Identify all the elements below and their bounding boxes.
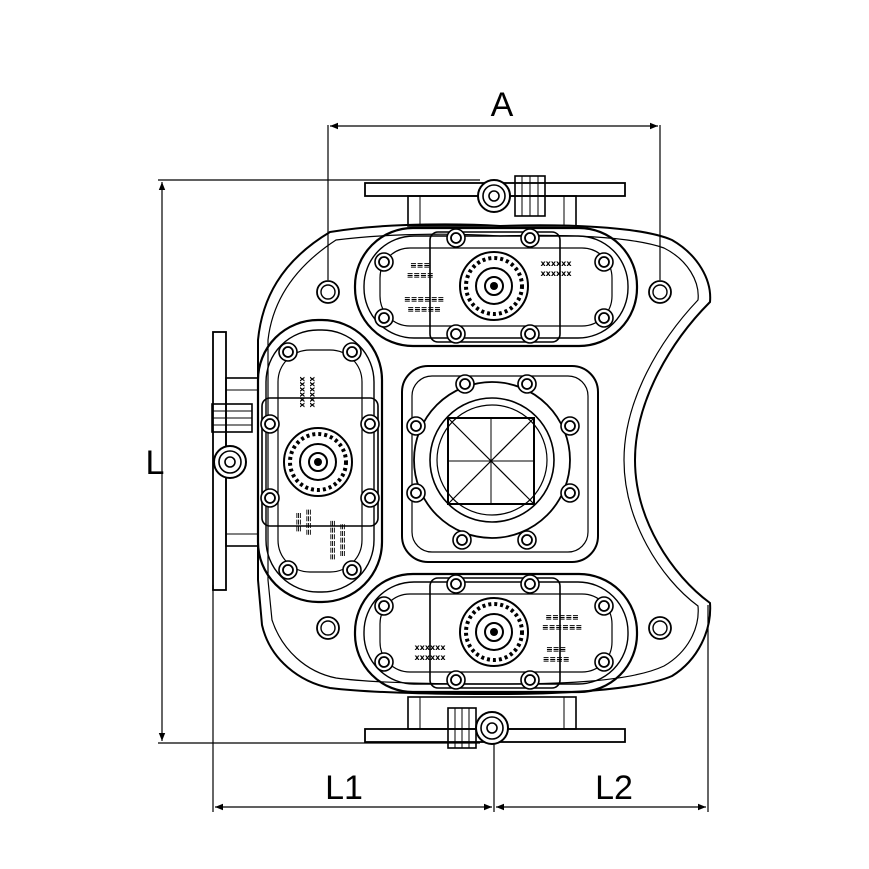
svg-text:≡≡≡≡: ≡≡≡≡	[407, 271, 434, 280]
top-connection	[364, 175, 626, 227]
svg-text:≡≡≡≡≡≡: ≡≡≡≡≡≡	[328, 520, 337, 560]
svg-text:xxxxxx: xxxxxx	[541, 269, 573, 278]
bottom-valve-module: xxxxxx xxxxxx ≡≡≡≡≡ ≡≡≡≡≡≡ ≡≡≡ ≡≡≡≡	[353, 572, 639, 694]
svg-text:xxxxxx: xxxxxx	[541, 259, 573, 268]
svg-text:≡≡≡≡≡≡: ≡≡≡≡≡≡	[542, 623, 582, 632]
top-valve-module: ≡≡≡ ≡≡≡≡ xxxxxx xxxxxx ≡≡≡≡≡≡ ≡≡≡≡≡	[353, 226, 639, 348]
svg-text:≡≡≡≡: ≡≡≡≡	[304, 509, 313, 536]
top-ball-valve-icon	[477, 179, 511, 213]
dimension-label-a: A	[491, 86, 514, 124]
central-flange	[401, 365, 599, 563]
svg-text:≡≡≡: ≡≡≡	[546, 645, 566, 654]
svg-text:xxxxxx: xxxxxx	[415, 653, 447, 662]
svg-text:≡≡≡≡≡≡: ≡≡≡≡≡≡	[404, 295, 444, 304]
dimension-l2: L2	[496, 605, 709, 812]
svg-text:≡≡≡≡: ≡≡≡≡	[543, 655, 570, 664]
svg-text:xxxxxx: xxxxxx	[298, 377, 307, 409]
svg-text:≡≡≡≡≡: ≡≡≡≡≡	[338, 523, 347, 557]
svg-text:≡≡≡: ≡≡≡	[294, 512, 303, 532]
bottom-connection	[364, 696, 626, 749]
svg-text:≡≡≡: ≡≡≡	[410, 261, 430, 270]
dimension-label-l1: L1	[325, 769, 363, 807]
manifold-body	[257, 223, 712, 696]
top-valve-knob-icon	[458, 250, 530, 322]
bottom-ball-valve-icon	[475, 711, 509, 745]
svg-text:xxxxxx: xxxxxx	[308, 377, 317, 409]
left-connection	[211, 331, 259, 591]
left-valve-module: xxxxxx xxxxxx ≡≡≡ ≡≡≡≡ ≡≡≡≡≡≡ ≡≡≡≡≡	[256, 318, 384, 604]
dimension-l1: L1	[212, 585, 495, 812]
svg-text:xxxxxx: xxxxxx	[415, 643, 447, 652]
svg-text:≡≡≡≡≡: ≡≡≡≡≡	[407, 305, 441, 314]
dimension-a: A	[327, 86, 661, 280]
bottom-valve-knob-icon	[458, 596, 530, 668]
dimension-label-l: L	[146, 444, 165, 482]
left-ball-valve-icon	[213, 445, 247, 479]
svg-text:≡≡≡≡≡: ≡≡≡≡≡	[545, 613, 579, 622]
dimension-label-l2: L2	[595, 769, 633, 807]
left-valve-knob-icon	[282, 426, 354, 498]
dimension-l: L	[146, 179, 480, 744]
